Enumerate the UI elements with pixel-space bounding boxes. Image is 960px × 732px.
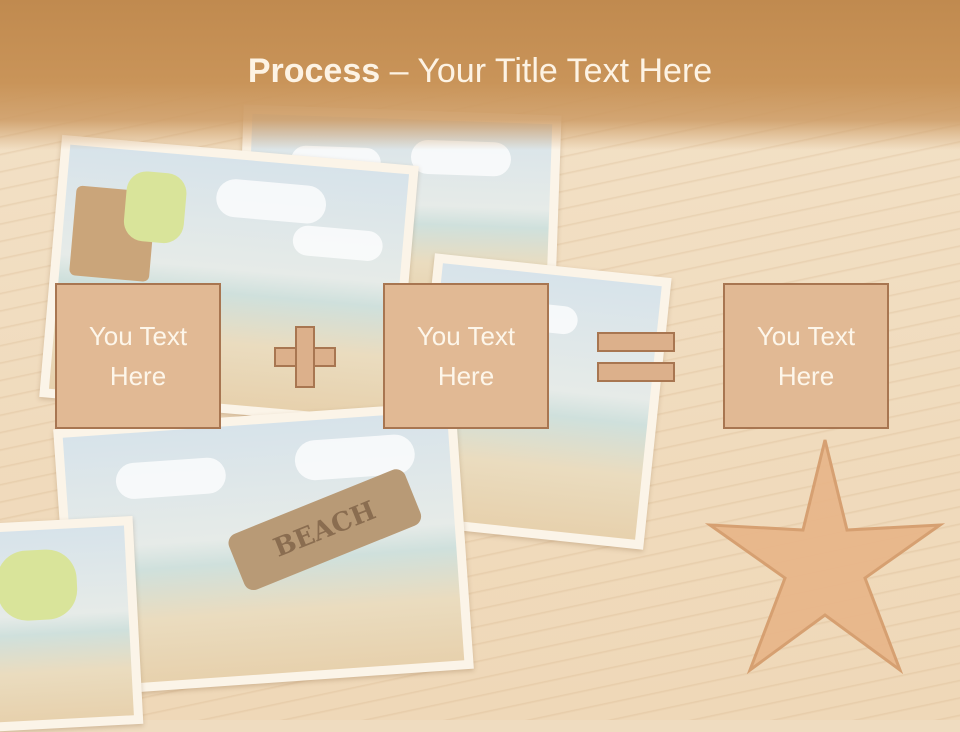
process-box-3[interactable]: You Text Here — [723, 283, 889, 429]
beach-sign: BEACH — [225, 466, 425, 594]
title-bar — [0, 0, 960, 150]
process-box-2-text: You Text Here — [416, 321, 516, 391]
process-box-1-text: You Text Here — [88, 321, 188, 391]
process-box-2[interactable]: You Text Here — [383, 283, 549, 429]
photo-left-edge — [0, 516, 144, 732]
starfish-icon — [704, 439, 946, 675]
title-rest: – Your Title Text Here — [380, 52, 713, 90]
plus-icon — [274, 326, 336, 388]
process-box-3-text: You Text Here — [756, 321, 856, 391]
page-title: Process – Your Title Text Here — [0, 52, 960, 91]
process-box-1[interactable]: You Text Here — [55, 283, 221, 429]
title-bold: Process — [247, 52, 381, 90]
equals-icon — [597, 332, 675, 384]
